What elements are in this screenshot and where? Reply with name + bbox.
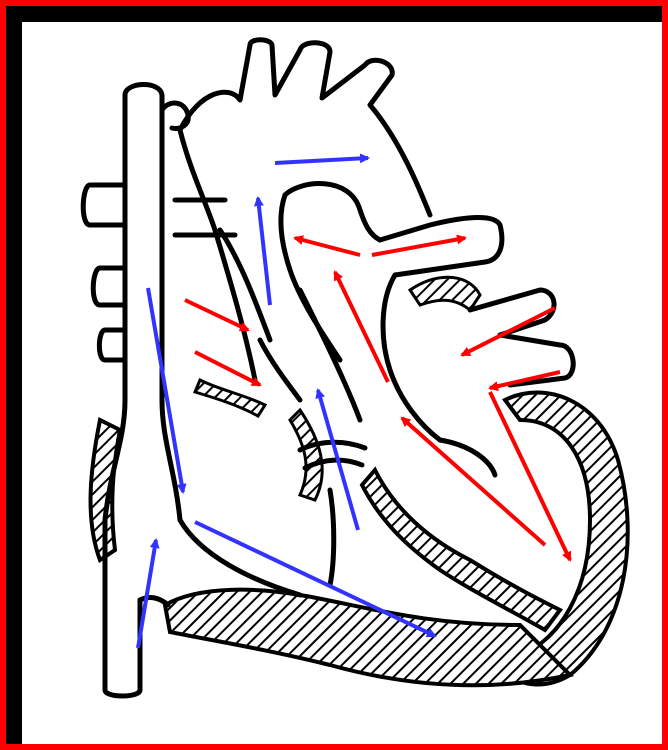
pulmonary-trunk [285, 184, 380, 240]
red-arrow-pulm-vein-upper [462, 308, 555, 355]
blue-arrow-aortic-top [275, 158, 368, 163]
aortic-arch [180, 40, 430, 215]
red-arrow-up-trunk [335, 272, 388, 382]
blue-arrow-vena-cava-down [148, 288, 183, 492]
blue-arrow-ivc-up [138, 540, 156, 648]
blue-arrow-ascending [258, 198, 270, 305]
red-arrow-from-apex [402, 418, 545, 545]
blue-flow-arrows [138, 158, 435, 648]
red-arrow-to-left-pulmonary [295, 238, 360, 255]
superior-vena-cava [125, 84, 180, 520]
